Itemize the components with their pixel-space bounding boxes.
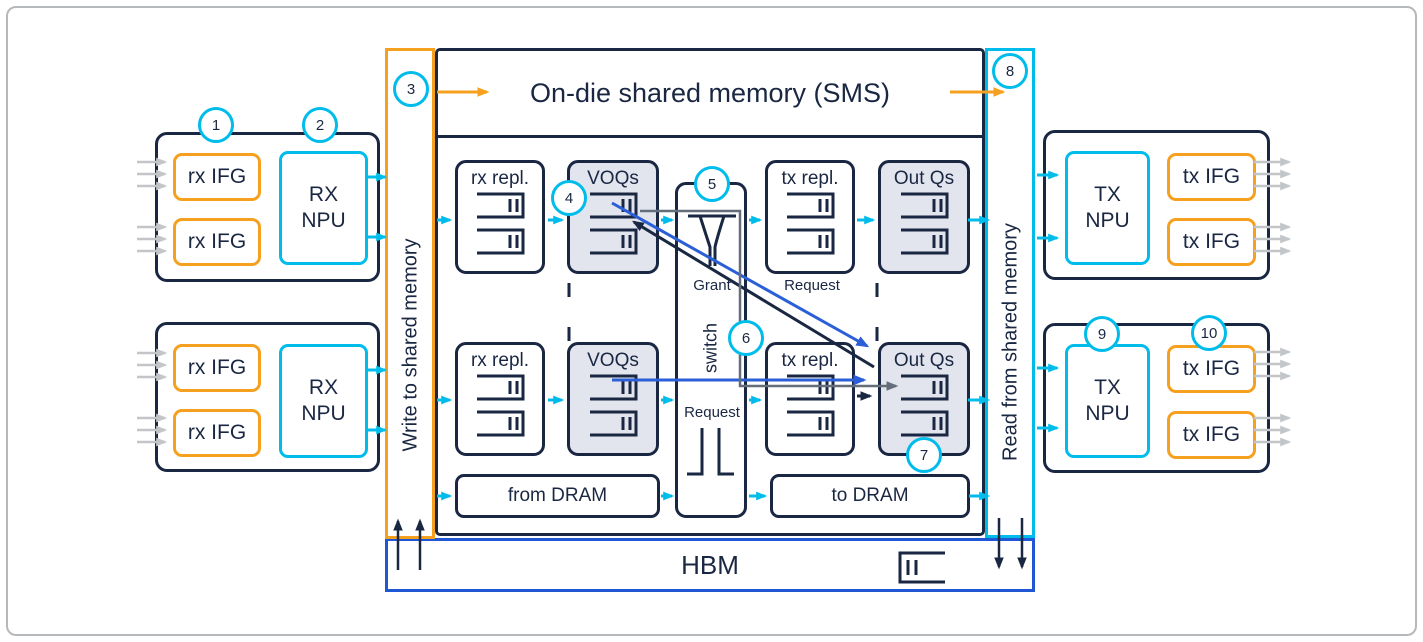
tx-npu-box: TX NPU — [1065, 344, 1150, 458]
tx-ifg-box: tx IFG — [1167, 411, 1256, 459]
tx-ifg-label: tx IFG — [1182, 357, 1241, 380]
out-qs-label: Out Qs — [893, 350, 955, 371]
step-badge-5: 5 — [694, 166, 730, 202]
tx-npu-label: TX NPU — [1085, 182, 1130, 232]
badge-number: 2 — [315, 116, 325, 134]
badge-number: 1 — [211, 116, 221, 134]
tx-repl-box-lower: tx repl. — [765, 342, 855, 456]
rx-npu-box: RX NPU — [279, 151, 368, 265]
badge-number: 6 — [741, 329, 751, 347]
rx-npu-label: RX NPU — [301, 375, 346, 425]
hbm-box: HBM — [385, 538, 1035, 592]
rx-ifg-label: rx IFG — [187, 230, 247, 253]
read-bar-label: Read from shared memory — [999, 223, 1022, 461]
step-badge-6: 6 — [728, 320, 764, 356]
voqs-box-lower: VOQs — [567, 342, 659, 456]
voqs-box-upper: VOQs — [567, 160, 659, 274]
out-qs-label: Out Qs — [893, 168, 955, 189]
rx-block-bottom: rx IFG rx IFG RX NPU — [155, 322, 380, 472]
voqs-label: VOQs — [587, 168, 639, 189]
rx-ifg-box: rx IFG — [173, 218, 261, 266]
step-badge-4: 4 — [551, 180, 587, 216]
rx-ifg-label: rx IFG — [187, 356, 247, 379]
tx-npu-label: TX NPU — [1085, 375, 1130, 425]
badge-number: 5 — [707, 175, 717, 193]
rx-ifg-label: rx IFG — [187, 165, 247, 188]
rx-npu-label: RX NPU — [301, 182, 346, 232]
to-dram-box: to DRAM — [770, 474, 970, 518]
tx-block-bottom: TX NPU tx IFG tx IFG — [1043, 323, 1270, 473]
sms-title-band: On-die shared memory (SMS) — [438, 51, 982, 138]
rx-block-top: rx IFG rx IFG RX NPU — [155, 132, 380, 282]
write-bar-label: Write to shared memory — [399, 238, 422, 452]
tx-ifg-box: tx IFG — [1167, 345, 1256, 393]
step-badge-8: 8 — [992, 53, 1028, 89]
rx-ifg-box: rx IFG — [173, 153, 261, 201]
rx-npu-box: RX NPU — [279, 344, 368, 458]
to-dram-label: to DRAM — [831, 485, 909, 506]
write-to-shared-memory-bar — [385, 48, 435, 539]
step-badge-10: 10 — [1191, 315, 1227, 351]
badge-number: 3 — [406, 80, 416, 98]
tx-ifg-label: tx IFG — [1182, 230, 1241, 253]
voqs-label: VOQs — [587, 350, 639, 371]
badge-number: 8 — [1005, 62, 1015, 80]
badge-number: 4 — [564, 189, 574, 207]
step-badge-3: 3 — [393, 71, 429, 107]
step-badge-1: 1 — [198, 107, 234, 143]
tx-ifg-label: tx IFG — [1182, 423, 1241, 446]
out-qs-box-upper: Out Qs — [878, 160, 970, 274]
hbm-label: HBM — [681, 549, 739, 580]
badge-number: 7 — [919, 446, 929, 464]
rx-ifg-box: rx IFG — [173, 344, 261, 392]
tx-ifg-box: tx IFG — [1167, 153, 1256, 201]
rx-ifg-box: rx IFG — [173, 409, 261, 457]
tx-repl-label: tx repl. — [781, 350, 839, 371]
grant-label: Grant — [693, 277, 731, 294]
badge-number: 9 — [1097, 325, 1107, 343]
outer-frame — [6, 6, 1417, 636]
rx-repl-box-lower: rx repl. — [455, 342, 545, 456]
step-badge-2: 2 — [302, 107, 338, 143]
from-dram-box: from DRAM — [455, 474, 660, 518]
switch-label: switch — [700, 322, 721, 374]
badge-number: 10 — [1200, 324, 1218, 342]
rx-repl-label: rx repl. — [470, 350, 530, 371]
rx-ifg-label: rx IFG — [187, 421, 247, 444]
step-badge-9: 9 — [1084, 316, 1120, 352]
tx-ifg-box: tx IFG — [1167, 218, 1256, 266]
request-label-lower: Request — [684, 404, 740, 421]
request-label-upper: Request — [784, 277, 840, 294]
read-from-shared-memory-bar — [985, 48, 1035, 538]
from-dram-label: from DRAM — [507, 485, 608, 506]
tx-repl-box-upper: tx repl. — [765, 160, 855, 274]
step-badge-7: 7 — [906, 437, 942, 473]
tx-npu-box: TX NPU — [1065, 151, 1150, 265]
tx-repl-label: tx repl. — [781, 168, 839, 189]
tx-block-top: TX NPU tx IFG tx IFG — [1043, 130, 1270, 280]
tx-ifg-label: tx IFG — [1182, 165, 1241, 188]
rx-repl-box-upper: rx repl. — [455, 160, 545, 274]
rx-repl-label: rx repl. — [470, 168, 530, 189]
sms-title: On-die shared memory (SMS) — [529, 77, 891, 108]
